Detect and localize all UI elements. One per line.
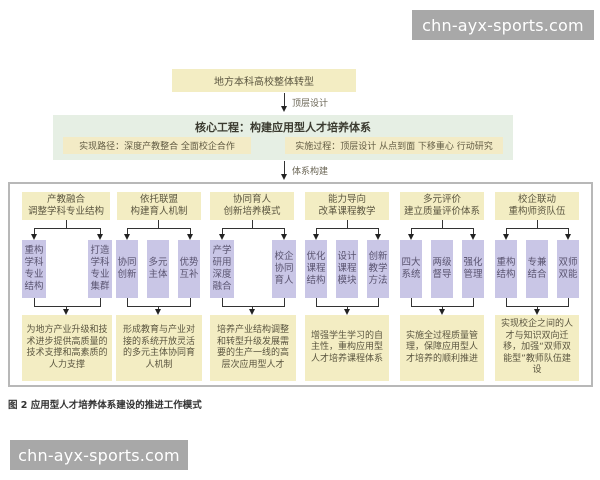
arrow-down-icon (31, 234, 37, 240)
leaf-4-2: 设计课程模块 (336, 240, 358, 298)
column-3-result: 培养产业结构调整和转型升级发展需要的生产一线的高层次应用型人才 (210, 315, 296, 381)
leaf-5-2: 两级督导 (431, 240, 453, 298)
arrow-line-2 (284, 161, 285, 175)
column-5-result: 实施全过程质量管理，保障应用型人才培养的顺利推进 (400, 315, 484, 381)
leaf-6-2: 专兼结合 (526, 240, 548, 298)
column-3-title: 协同育人 (232, 194, 271, 205)
leaf-3-2: 校企协同育人 (272, 240, 296, 298)
watermark-bottom: chn-ayx-sports.com (10, 440, 188, 470)
leaf-2-1: 协同创新 (116, 240, 138, 298)
arrow-down-icon (313, 234, 319, 240)
arrow-label-system-build: 体系构建 (292, 167, 329, 177)
column-3-header: 协同育人 创新培养模式 (210, 192, 294, 220)
column-2-title: 依托联盟 (139, 194, 178, 205)
arrow-down-icon (124, 234, 130, 240)
arrow-down-icon (249, 309, 255, 315)
column-2-header: 依托联盟 构建育人机制 (117, 192, 201, 220)
leaf-5-3: 强化管理 (462, 240, 484, 298)
arrow-down-icon (281, 106, 287, 112)
column-6-result: 实现校企之间的人才与知识双向迁移，加强“双师双能型”教师队伍建设 (495, 315, 579, 381)
column-2-result: 形成教育与产业对接的系统开放灵活的多元主体协同育人机制 (116, 315, 202, 381)
arrow-line-1 (284, 93, 285, 107)
arrow-down-icon (281, 234, 287, 240)
column-5-header: 多元评价 建立质量评价体系 (400, 192, 484, 220)
column-5-subtitle: 建立质量评价体系 (403, 206, 480, 217)
column-4-result: 增强学生学习的自主性，重构应用型人才培养课程体系 (305, 315, 389, 381)
core-title: 核心工程：构建应用型人才培养体系 (195, 121, 371, 134)
leaf-1-1: 重构学科专业结构 (22, 240, 46, 298)
arrow-down-icon (63, 309, 69, 315)
core-process-pill: 实施过程：顶层设计 从点到面 下移重心 行动研究 (285, 137, 503, 154)
core-project-band: 核心工程：构建应用型人才培养体系 实现路径：深度产教整合 全面校企合作 实施过程… (53, 115, 513, 160)
arrow-label-top-design: 顶层设计 (292, 99, 329, 109)
column-5-title: 多元评价 (422, 194, 461, 205)
leaf-4-1: 优化课程结构 (305, 240, 327, 298)
watermark-top: chn-ayx-sports.com (412, 10, 594, 40)
column-4-title: 能力导向 (327, 194, 366, 205)
arrow-down-icon (439, 309, 445, 315)
column-4-subtitle: 改革课程教学 (318, 206, 376, 217)
leaf-6-3: 双师双能 (557, 240, 579, 298)
column-6-title: 校企联动 (517, 194, 556, 205)
arrow-down-icon (281, 174, 287, 180)
core-path-pill: 实现路径：深度产教整合 全面校企合作 (63, 137, 251, 154)
arrow-down-icon (155, 309, 161, 315)
arrow-down-icon (344, 309, 350, 315)
arrow-down-icon (97, 234, 103, 240)
column-4-header: 能力导向 改革课程教学 (305, 192, 389, 220)
system-container: 产教融合 调整学科专业结构 重构学科专业结构 打造学科专业集群 为地方产业升级和… (8, 182, 593, 387)
column-1-header: 产教融合 调整学科专业结构 (22, 192, 110, 220)
leaf-2-3: 优势互补 (178, 240, 200, 298)
top-box: 地方本科高校整体转型 (172, 69, 356, 92)
column-6-header: 校企联动 重构师资队伍 (495, 192, 579, 220)
column-3-subtitle: 创新培养模式 (223, 206, 281, 217)
arrow-down-icon (503, 234, 509, 240)
figure-caption: 图 2 应用型人才培养体系建设的推进工作模式 (8, 400, 202, 411)
arrow-down-icon (375, 234, 381, 240)
leaf-3-1: 产学研用深度融合 (210, 240, 234, 298)
leaf-4-3: 创新教学方法 (367, 240, 389, 298)
leaf-1-2: 打造学科专业集群 (88, 240, 112, 298)
leaf-6-1: 重构结构 (495, 240, 517, 298)
leaf-5-1: 四大系统 (400, 240, 422, 298)
column-1-subtitle: 调整学科专业结构 (27, 206, 104, 217)
arrow-down-icon (470, 234, 476, 240)
column-2-subtitle: 构建育人机制 (130, 206, 188, 217)
arrow-down-icon (408, 234, 414, 240)
leaf-2-2: 多元主体 (147, 240, 169, 298)
column-1-result: 为地方产业升级和技术进步提供高质量的技术支撑和高素质的人力支撑 (22, 315, 112, 381)
column-6-subtitle: 重构师资队伍 (508, 206, 566, 217)
arrow-down-icon (187, 234, 193, 240)
arrow-down-icon (534, 309, 540, 315)
column-1-title: 产教融合 (46, 194, 85, 205)
arrow-down-icon (565, 234, 571, 240)
arrow-down-icon (219, 234, 225, 240)
